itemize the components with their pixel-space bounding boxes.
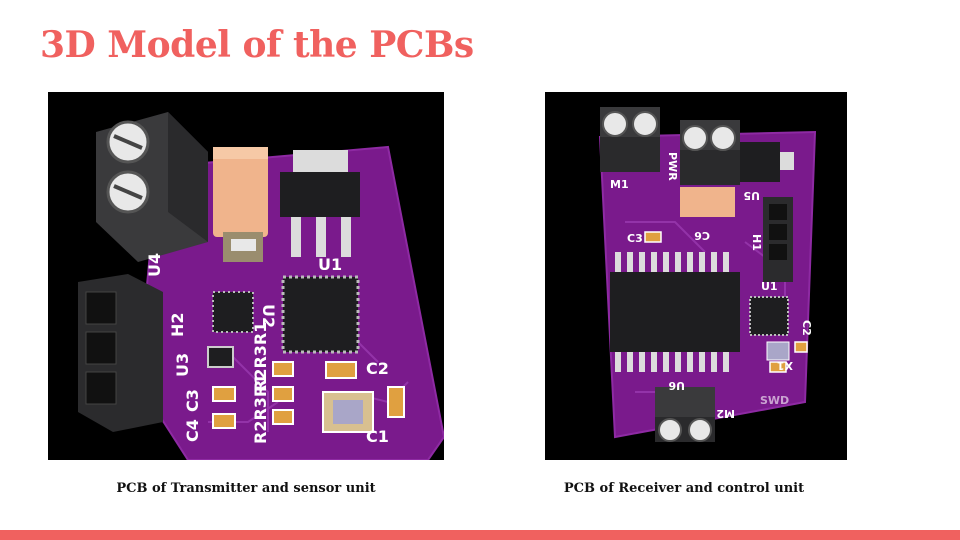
label-c4: C4 bbox=[183, 419, 202, 442]
caption-receiver: PCB of Receiver and control unit bbox=[563, 481, 805, 496]
capacitor-c6 bbox=[680, 187, 735, 217]
label-r2r3r1-top: R2R3R1 bbox=[251, 322, 270, 392]
slide-title: 3D Model of the PCBs bbox=[40, 24, 474, 66]
pin-header-h2 bbox=[78, 274, 163, 432]
capacitor-tantalum bbox=[213, 147, 268, 262]
microcontroller-u1 bbox=[749, 296, 789, 336]
crystal-x1 bbox=[766, 341, 790, 361]
label-x1: X1 bbox=[777, 359, 793, 372]
bottom-accent-bar bbox=[0, 530, 960, 540]
pin-header-h1 bbox=[763, 197, 793, 282]
label-pwr: PWR bbox=[666, 152, 679, 181]
label-c3: C3 bbox=[183, 389, 202, 412]
label-c1: C1 bbox=[366, 427, 389, 446]
voltage-regulator-u1 bbox=[280, 150, 360, 257]
label-u1: U1 bbox=[318, 255, 342, 274]
terminal-block-m1 bbox=[600, 107, 660, 172]
transmitter-pcb-image: U4 U1 U2 H2 U3 C3 C4 R2R3R1 R2R3R1 C2 C1 bbox=[48, 92, 444, 460]
label-c6: C6 bbox=[694, 229, 710, 242]
label-h1: H1 bbox=[750, 234, 763, 251]
label-u6: U6 bbox=[668, 379, 685, 392]
chip-u3 bbox=[207, 346, 234, 368]
receiver-pcb-image: M1 PWR U5 C6 H1 C3 U1 C2 X1 U6 M2 SWD bbox=[545, 92, 847, 460]
microcontroller-chip bbox=[281, 275, 360, 354]
label-u3: U3 bbox=[173, 353, 192, 377]
motor-driver-chip bbox=[610, 252, 740, 372]
label-r2r3r1-bottom: R2R3R1 bbox=[251, 374, 270, 444]
label-h2: H2 bbox=[168, 312, 187, 337]
label-m1: M1 bbox=[610, 178, 629, 191]
terminal-block-u4 bbox=[96, 112, 208, 262]
sensor-chip-u2 bbox=[212, 291, 254, 333]
terminal-block-pwr bbox=[680, 120, 740, 185]
terminal-block-m2 bbox=[655, 387, 715, 442]
label-c3: C3 bbox=[627, 232, 643, 245]
label-m2: M2 bbox=[716, 407, 735, 420]
voltage-regulator-u5 bbox=[740, 142, 794, 182]
label-u5: U5 bbox=[743, 189, 760, 202]
label-c2: C2 bbox=[800, 320, 813, 336]
label-u2: U2 bbox=[259, 304, 278, 328]
caption-transmitter: PCB of Transmitter and sensor unit bbox=[116, 481, 376, 496]
label-u1: U1 bbox=[761, 280, 778, 293]
label-c2: C2 bbox=[366, 359, 389, 378]
label-u4: U4 bbox=[145, 253, 164, 277]
label-swd: SWD bbox=[760, 394, 789, 407]
